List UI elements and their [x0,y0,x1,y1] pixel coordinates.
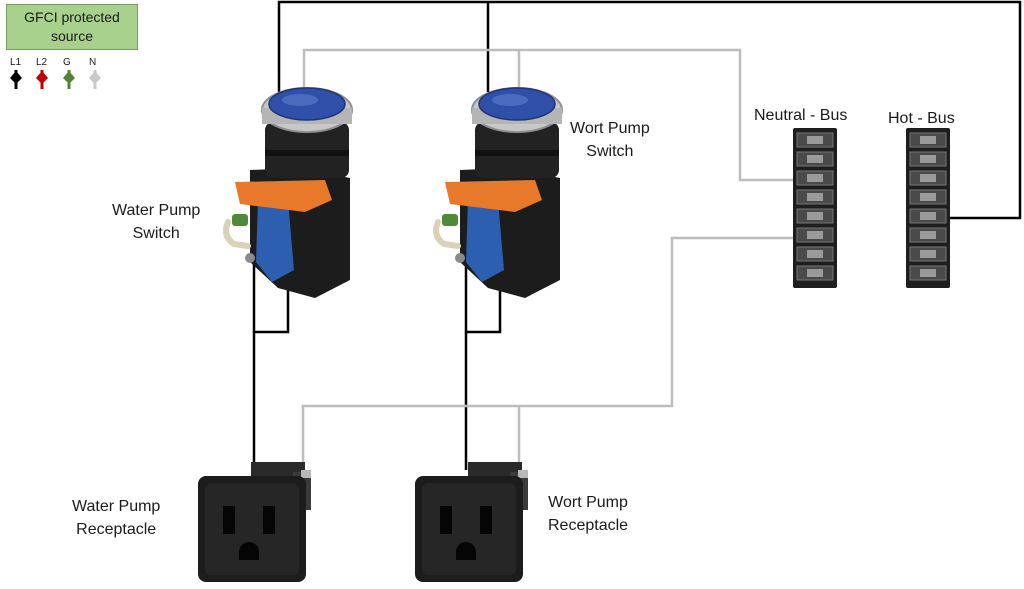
legend-marker-l1 [10,70,22,89]
wort-pump-switch-label-line2: Switch [586,143,634,160]
neutral-bus-terminal [796,265,834,281]
hot-bus [906,128,950,288]
wort-pump-switch-contact-block [466,198,504,282]
gfci-source-box: GFCI protected source [6,4,138,50]
legend-l1-label: L1 [10,57,22,68]
wort-pump-receptacle-label-line2: Receptacle [548,517,629,534]
hot-bus-terminal [909,227,947,243]
hot-bus-terminal [909,132,947,148]
wort-pump-receptacle-label-line1: Wort Pump [548,494,628,511]
hot-bus-terminal [909,189,947,205]
water-pump-receptacle-label-line1: Water Pump [72,498,161,515]
wort-pump-receptacle-slot-right [480,506,492,534]
wort-pump-switch [433,87,563,298]
legend-n-label: N [89,57,97,68]
neutral-wire-receptacles [301,236,795,470]
gfci-source-label: GFCI protected source [24,9,120,44]
wort-pump-switch-label-line1: Wort Pump [570,120,650,137]
water-pump-switch-label-line1: Water Pump [112,202,201,219]
neutral-bus-terminal [796,151,834,167]
neutral-wire-source [302,48,795,182]
water-pump-switch [223,87,353,298]
water-pump-switch-latch [235,180,332,212]
hot-bus-terminal [909,208,947,224]
neutral-bus-terminal [796,132,834,148]
hot-bus-terminal [909,170,947,186]
neutral-bus-terminal [796,170,834,186]
water-pump-receptacle-label: Water Pump Receptacle [72,495,160,541]
water-pump-switch-label-line2: Switch [132,225,180,242]
neutral-bus-label: Neutral - Bus [754,107,848,124]
water-pump-switch-contact-block [256,198,294,282]
hot-bus-terminal [909,151,947,167]
water-pump-receptacle-ground-hole [239,542,259,560]
neutral-bus [793,128,837,288]
hot-wire-main [277,0,1022,220]
water-pump-receptacle [198,462,311,582]
wort-pump-switch-label: Wort Pump Switch [570,117,650,163]
neutral-bus-terminal [796,208,834,224]
legend-marker-g [63,70,75,89]
wort-pump-receptacle-label: Wort Pump Receptacle [548,491,628,537]
hot-wire-wort-switch-loop [464,262,502,334]
wort-pump-switch-latch [445,180,542,212]
water-pump-receptacle-label-line2: Receptacle [76,521,157,538]
legend-l2-label: L2 [36,57,48,68]
water-pump-receptacle-slot-left [223,506,235,534]
legend-marker-l2 [36,70,48,89]
hot-bus-label: Hot - Bus [888,110,955,127]
neutral-bus-terminal [796,189,834,205]
legend-g-label: G [63,57,71,68]
legend-marker-n [89,70,101,89]
wort-pump-receptacle [415,462,528,582]
hot-wire-water-switch-loop [252,262,290,334]
neutral-bus-terminal [796,246,834,262]
wort-pump-receptacle-slot-left [440,506,452,534]
hot-bus-terminal [909,265,947,281]
water-pump-switch-label: Water Pump Switch [112,199,200,245]
neutral-bus-terminal [796,227,834,243]
hot-bus-terminal [909,246,947,262]
water-pump-receptacle-slot-right [263,506,275,534]
wort-pump-receptacle-ground-hole [456,542,476,560]
